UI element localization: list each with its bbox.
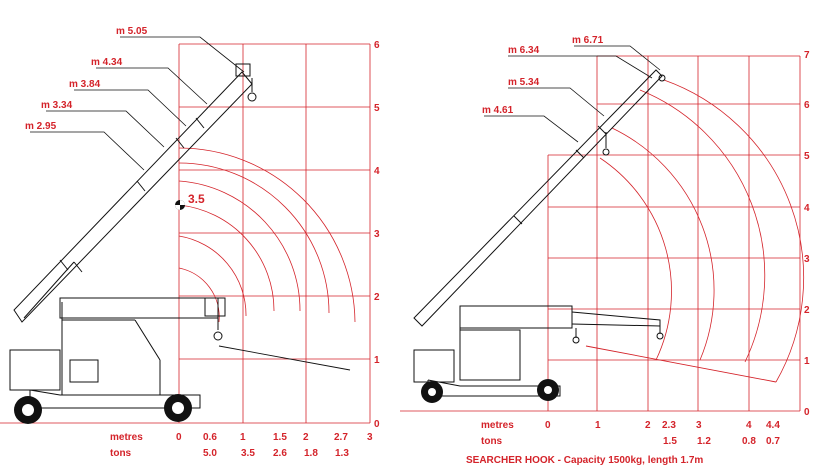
right-y-tick: 5 — [804, 151, 810, 162]
left-x-metre: 2.7 — [334, 432, 348, 443]
right-caption: SEARCHER HOOK - Capacity 1500kg, length … — [466, 455, 703, 466]
right-y-tick: 3 — [804, 254, 810, 265]
right-x-metre: 2.3 — [662, 420, 676, 431]
right-y-tick: 1 — [804, 356, 810, 367]
right-x-metre: 2 — [645, 420, 651, 431]
right-boom-labels: m 6.71 m 6.34 m 5.34 m 4.61 — [482, 35, 661, 143]
right-x-metre: 4.4 — [766, 420, 780, 431]
right-boom-label-2: m 6.34 — [508, 45, 540, 56]
right-metres-label: metres — [481, 420, 514, 431]
left-x-metre: 3 — [367, 432, 373, 443]
left-y-tick: 4 — [374, 166, 380, 177]
right-load-line — [585, 345, 777, 383]
left-grid — [0, 43, 371, 424]
right-wheels — [421, 379, 559, 403]
right-boom-label-3: m 5.34 — [508, 77, 540, 88]
right-x-metre: 3 — [696, 420, 702, 431]
left-y-tick: 1 — [374, 355, 380, 366]
left-boom-label-1: m 5.05 — [116, 26, 148, 37]
left-x-metre: 2 — [303, 432, 309, 443]
left-y-tick: 0 — [374, 419, 380, 430]
right-x-metre: 4 — [746, 420, 752, 431]
right-y-axis: 0 1 2 3 4 5 6 7 — [804, 50, 810, 418]
right-y-tick: 6 — [804, 100, 810, 111]
left-boom-label-5: m 2.95 — [25, 121, 57, 132]
left-crane-drawing — [9, 63, 257, 409]
left-wheels — [14, 394, 192, 424]
left-x-metre: 1 — [240, 432, 246, 443]
right-x-ton: 1.2 — [697, 436, 711, 447]
left-cog-label: 3.5 — [188, 192, 205, 206]
left-y-tick: 3 — [374, 229, 380, 240]
left-cog-marker: 3.5 — [175, 192, 205, 210]
right-x-ton: 0.7 — [766, 436, 780, 447]
right-x-axis: metres tons 0 1 2 2.3 3 4 4.4 1.5 1.2 0.… — [481, 420, 780, 447]
right-x-ton: 0.8 — [742, 436, 756, 447]
left-radius-arcs — [178, 147, 356, 323]
left-boom-label-2: m 4.34 — [91, 57, 123, 68]
left-x-ton: 1.3 — [335, 448, 349, 459]
left-chart: 3.5 m 5.05 m 4.34 m 3.84 m 3.34 m 2.95 0… — [0, 26, 380, 459]
right-y-tick: 0 — [804, 407, 810, 418]
left-boom-label-4: m 3.34 — [41, 100, 73, 111]
right-grid — [400, 55, 801, 412]
right-x-metre: 1 — [595, 420, 601, 431]
right-y-tick: 4 — [804, 203, 810, 214]
left-x-ton: 3.5 — [241, 448, 255, 459]
right-boom-label-1: m 6.71 — [572, 35, 604, 46]
right-x-ton: 1.5 — [663, 436, 677, 447]
left-x-axis: metres tons 0 0.6 1 1.5 2 2.7 3 5.0 3.5 … — [110, 432, 373, 459]
right-y-tick: 7 — [804, 50, 810, 61]
right-chart: m 6.71 m 6.34 m 5.34 m 4.61 0 1 2 3 4 5 … — [400, 35, 810, 466]
left-metres-label: metres — [110, 432, 143, 443]
left-x-ton: 2.6 — [273, 448, 287, 459]
right-y-tick: 2 — [804, 305, 810, 316]
left-boom-labels: m 5.05 m 4.34 m 3.84 m 3.34 m 2.95 — [25, 26, 245, 171]
left-x-ton: 5.0 — [203, 448, 217, 459]
left-y-tick: 2 — [374, 292, 380, 303]
left-x-metre: 0.6 — [203, 432, 217, 443]
left-boom-label-3: m 3.84 — [69, 79, 101, 90]
left-x-ton: 1.8 — [304, 448, 318, 459]
left-x-metre: 0 — [176, 432, 182, 443]
left-y-axis: 0 1 2 3 4 5 6 — [374, 40, 380, 430]
right-x-metre: 0 — [545, 420, 551, 431]
left-y-tick: 6 — [374, 40, 380, 51]
right-radius-arcs — [599, 79, 805, 383]
left-tons-label: tons — [110, 448, 132, 459]
right-crane-drawing — [413, 69, 666, 397]
left-x-metre: 1.5 — [273, 432, 287, 443]
left-load-line — [218, 345, 351, 371]
left-y-tick: 5 — [374, 103, 380, 114]
right-boom-label-4: m 4.61 — [482, 105, 514, 116]
right-tons-label: tons — [481, 436, 503, 447]
